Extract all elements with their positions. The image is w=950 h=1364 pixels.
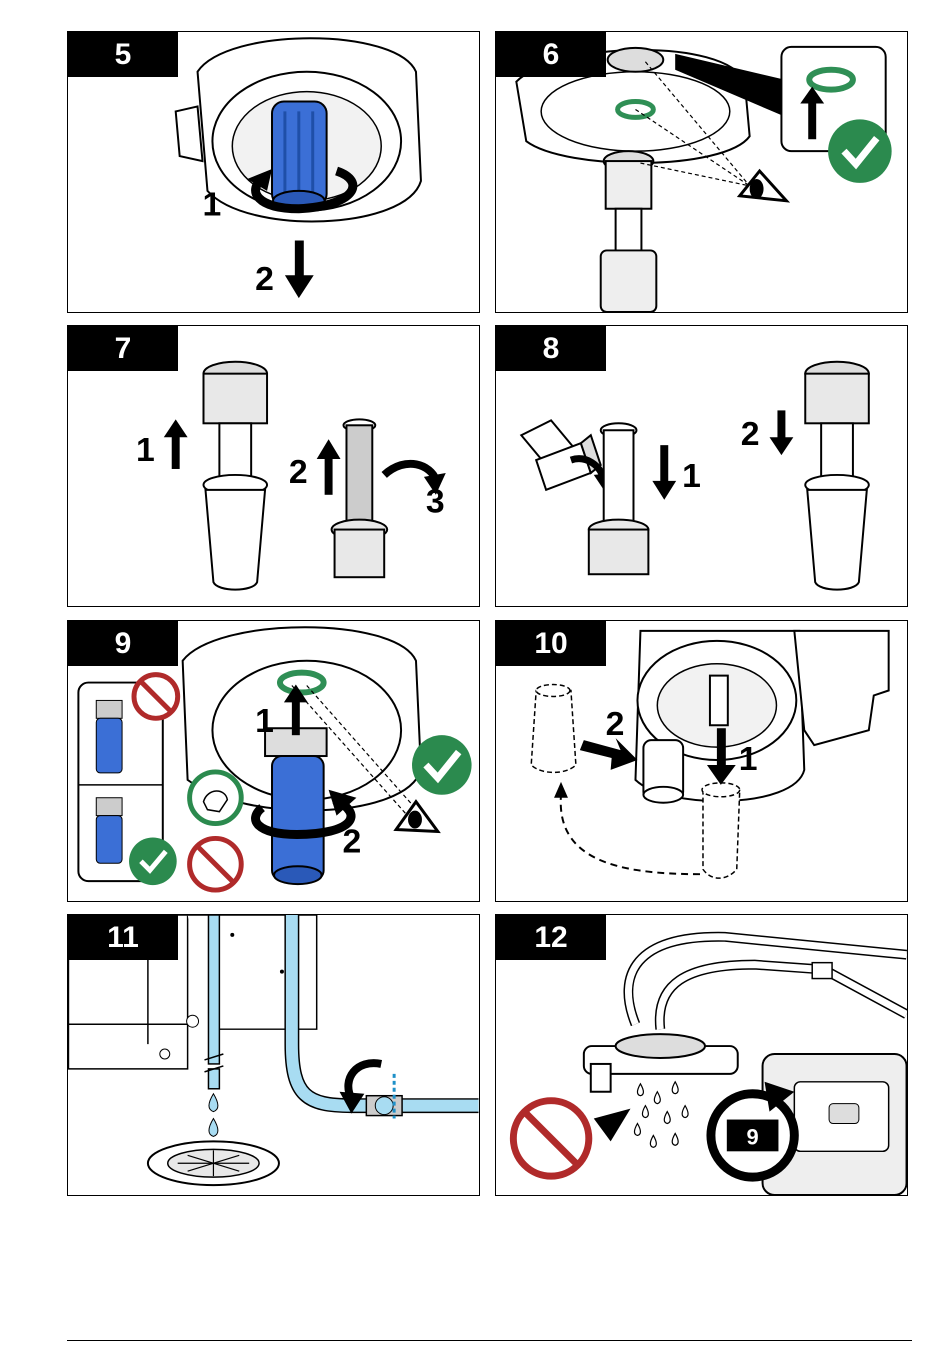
step-number-12: 12 [496,915,606,960]
rotate-arrow-icon: 9 [711,1082,794,1177]
step-panel-8: 8 1 2 [495,325,908,607]
footer-rule [67,1340,912,1341]
glove-hand-icon [190,772,242,824]
callout-1: 1 [255,702,274,740]
step-panel-5: 5 1 2 [67,31,480,313]
step-number-9: 9 [68,621,178,666]
step-panel-6: 6 [495,31,908,313]
callout-1: 1 [682,457,701,495]
callout-1: 1 [136,431,155,469]
prohibited-icon [190,838,242,890]
step-panel-7: 7 1 2 3 [67,325,480,607]
step-panel-12: 12 [495,914,908,1196]
step-number-6: 6 [496,32,606,77]
callout-1: 1 [203,186,222,224]
callout-2: 2 [255,260,274,298]
step-number-7: 7 [68,326,178,371]
callout-2: 2 [741,415,760,453]
loop-step-label: 9 [747,1124,759,1149]
prohibited-icon [134,675,178,719]
check-icon [828,119,892,183]
check-icon [412,735,472,795]
step-number-5: 5 [68,32,178,77]
prohibited-icon [513,1101,588,1176]
callout-2: 2 [606,705,625,743]
step-number-11: 11 [68,915,178,960]
step-number-8: 8 [496,326,606,371]
step-panel-11: 11 [67,914,480,1196]
step-number-10: 10 [496,621,606,666]
callout-2: 2 [289,453,308,491]
check-icon [129,837,177,885]
callout-3: 3 [426,483,445,521]
water-drop-icon [634,1082,688,1148]
callout-2: 2 [343,822,362,860]
step-panel-9: 9 [67,620,480,902]
water-drop-icon [209,1094,218,1137]
callout-1: 1 [739,740,758,778]
step-panel-10: 10 2 1 [495,620,908,902]
